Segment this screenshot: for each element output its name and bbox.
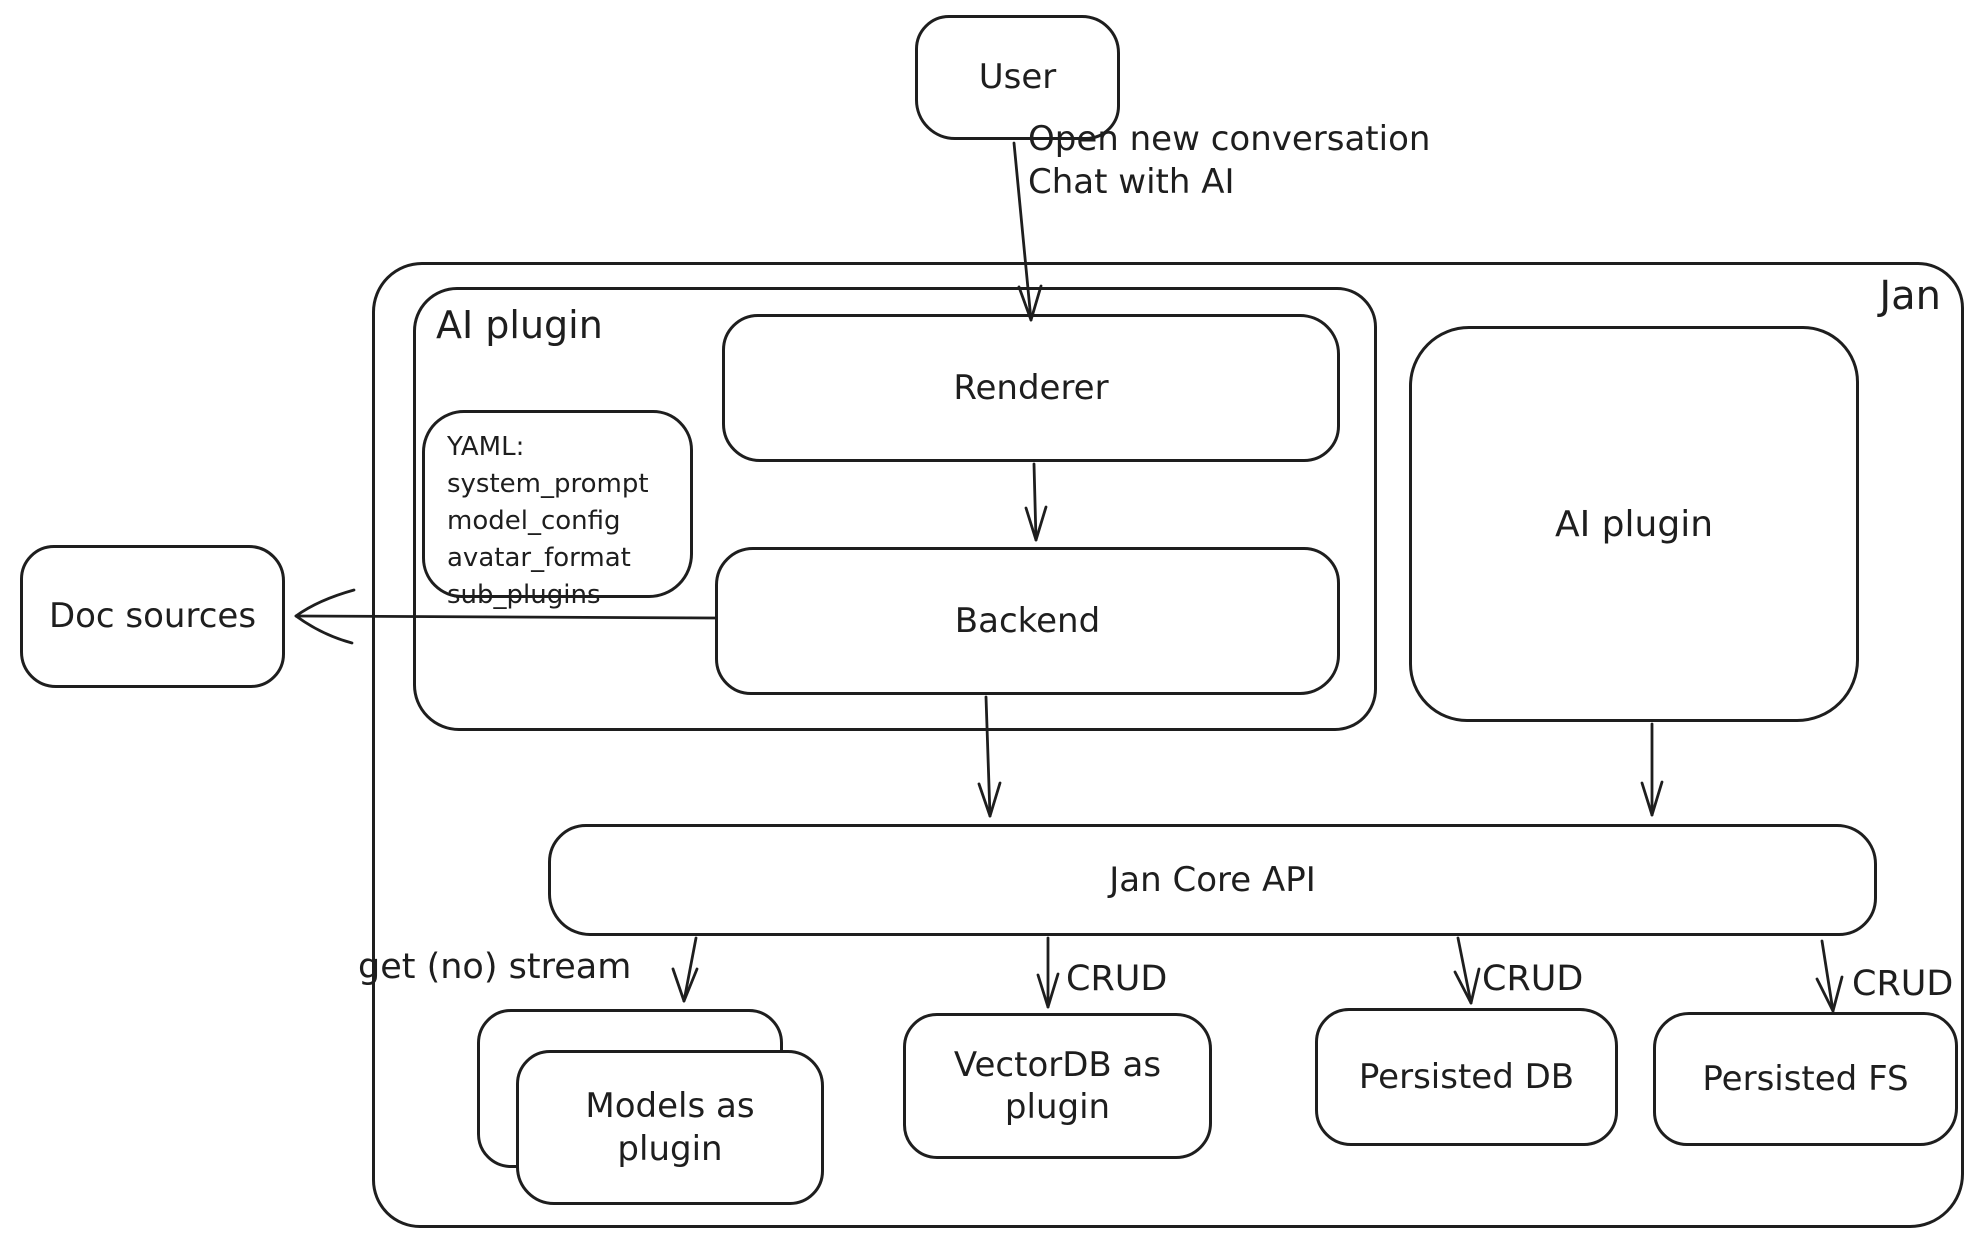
persisted-fs-node-label: Persisted FS xyxy=(1702,1058,1909,1099)
jan-core-api-node: Jan Core API xyxy=(548,824,1877,936)
renderer-node-label: Renderer xyxy=(953,367,1109,408)
renderer-node: Renderer xyxy=(722,314,1340,462)
yaml-note-line: system_prompt xyxy=(447,468,649,499)
yaml-note-line: YAML: xyxy=(447,432,525,462)
persisted-db-node: Persisted DB xyxy=(1315,1008,1618,1146)
models-plugin-node: Models as plugin xyxy=(516,1050,824,1205)
doc-sources-node-label: Doc sources xyxy=(48,596,257,637)
ai-plugin-node-label: AI plugin xyxy=(1554,503,1714,545)
models-plugin-node-label: Models as plugin xyxy=(585,1086,755,1169)
vectordb-plugin-node-label: VectorDB as plugin xyxy=(953,1044,1162,1128)
jan-container-label: Jan xyxy=(1879,273,1941,319)
persisted-db-node-label: Persisted DB xyxy=(1358,1056,1575,1097)
ai-plugin-container-label: AI plugin xyxy=(436,303,603,347)
yaml-note: YAML: system_prompt model_config avatar_… xyxy=(422,410,693,610)
edge-label-open-conversation: Open new conversation Chat with AI xyxy=(1028,119,1431,202)
edge-label-crud-persisted-fs: CRUD xyxy=(1852,964,1954,1004)
yaml-note-line: avatar_format xyxy=(447,542,631,573)
backend-node: Backend xyxy=(715,547,1340,695)
doc-sources-node: Doc sources xyxy=(20,545,285,688)
yaml-note-line: sub_plugins xyxy=(447,579,601,610)
user-node: User xyxy=(915,15,1120,140)
edge-label-crud-vectordb: CRUD xyxy=(1066,959,1168,999)
jan-core-api-node-label: Jan Core API xyxy=(1109,859,1316,900)
yaml-note-line: model_config xyxy=(447,505,621,536)
persisted-fs-node: Persisted FS xyxy=(1653,1012,1958,1146)
vectordb-plugin-node: VectorDB as plugin xyxy=(903,1013,1212,1159)
ai-plugin-node: AI plugin xyxy=(1409,326,1859,722)
user-node-label: User xyxy=(978,57,1057,98)
backend-node-label: Backend xyxy=(954,600,1101,641)
edge-label-crud-persisted-db: CRUD xyxy=(1482,959,1584,999)
edge-label-get-no-stream: get (no) stream xyxy=(358,947,632,987)
